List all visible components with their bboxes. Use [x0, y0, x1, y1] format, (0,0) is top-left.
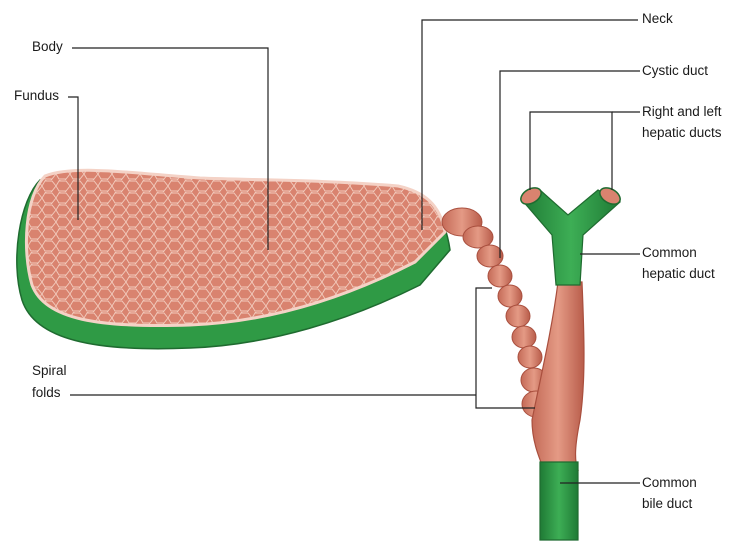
label-common-hepatic-2: hepatic duct: [642, 265, 715, 282]
common-bile-duct-wall: [540, 462, 578, 540]
label-common-hepatic-1: Common: [642, 244, 697, 261]
leader-hepatic: [530, 112, 612, 190]
label-hepatic-ducts-2: hepatic ducts: [642, 124, 722, 141]
label-body: Body: [32, 38, 63, 55]
label-hepatic-ducts-1: Right and left: [642, 103, 722, 120]
label-fundus: Fundus: [14, 87, 59, 104]
label-neck: Neck: [642, 10, 673, 27]
label-spiral-folds-1: Spiral: [32, 362, 67, 379]
label-cystic-duct: Cystic duct: [642, 62, 708, 79]
cystic-duct-spiral: [442, 208, 550, 417]
label-spiral-folds-2: folds: [32, 384, 61, 401]
label-common-bile-2: bile duct: [642, 495, 692, 512]
hepatic-ducts-y: [522, 190, 620, 285]
label-common-bile-1: Common: [642, 474, 697, 491]
